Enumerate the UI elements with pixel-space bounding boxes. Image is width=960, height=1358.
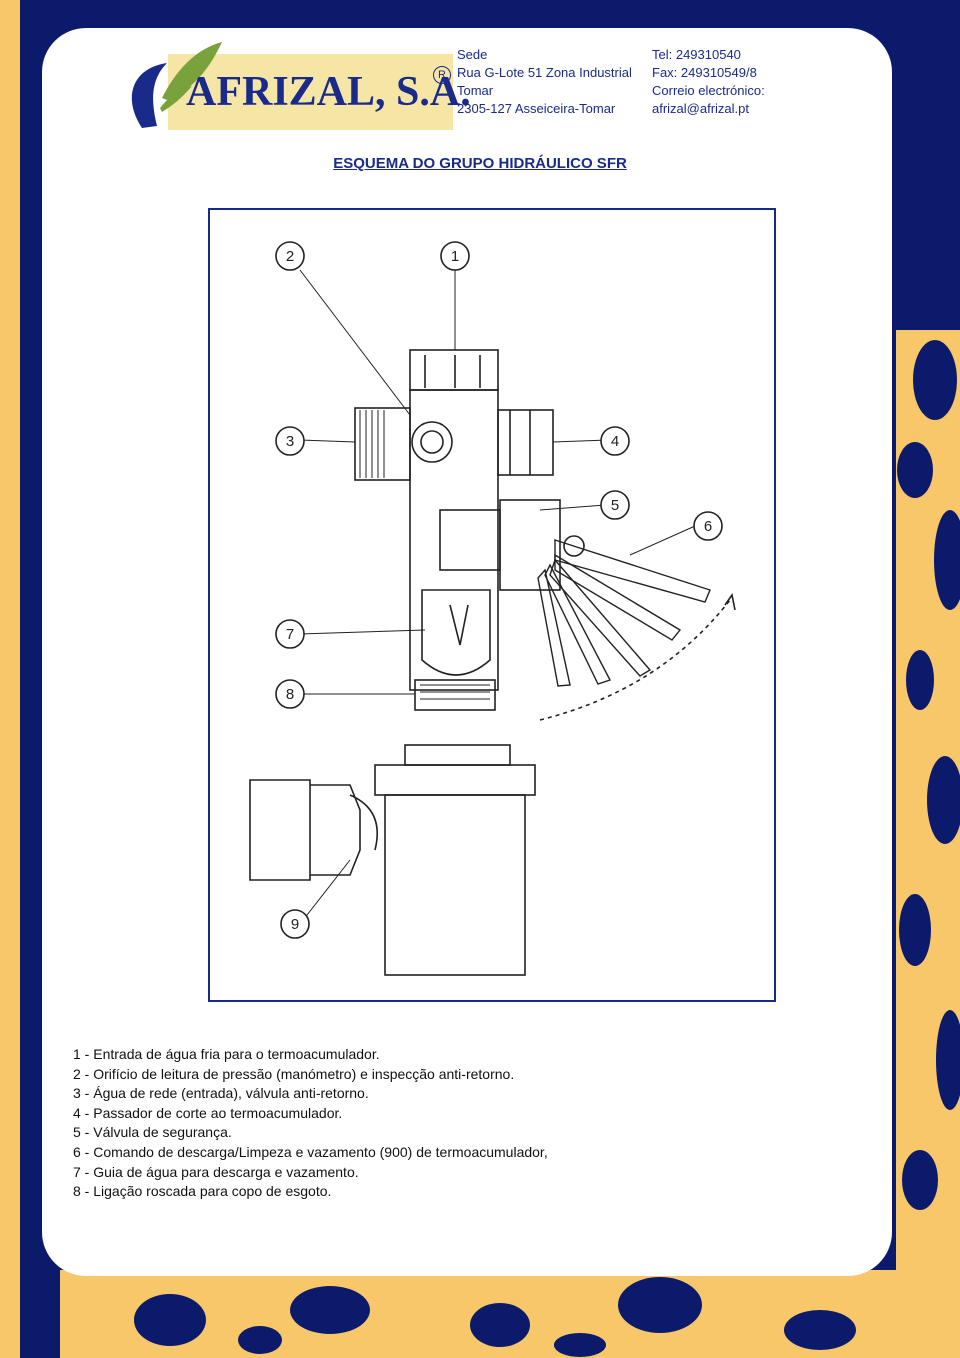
registered-mark-icon: R — [433, 66, 451, 84]
callout-label: 4 — [611, 433, 619, 450]
callout-label: 5 — [611, 497, 619, 514]
logo-wordmark: AFRIZAL, S.A. — [186, 69, 471, 115]
callout-label: 6 — [704, 518, 712, 535]
address-line: Sede — [457, 47, 488, 62]
legend-item: 6 - Comando de descarga/Limpeza e vazame… — [73, 1143, 548, 1160]
legend-item: 7 - Guia de água para descarga e vazamen… — [73, 1163, 359, 1180]
legend-item: 2 - Orifício de leitura de pressão (manó… — [73, 1065, 515, 1082]
legend-item: 8 - Ligação roscada para copo de esgoto. — [73, 1183, 332, 1200]
hydraulic-diagram: 2 1 3 4 5 6 7 8 9 — [208, 208, 776, 1002]
fax-line: Fax: 249310549/8 — [652, 65, 757, 80]
page-title: ESQUEMA DO GRUPO HIDRÁULICO SFR — [333, 155, 627, 172]
address-block: Sede Rua G-Lote 51 Zona Industrial Tomar… — [457, 46, 632, 118]
email-link[interactable]: afrizal@afrizal.pt — [652, 101, 750, 116]
callout-label: 2 — [286, 248, 294, 265]
legend-list: 1 - Entrada de água fria para o termoacu… — [73, 1045, 548, 1202]
address-line: 2305-127 Asseiceira-Tomar — [457, 101, 616, 116]
contact-block: Tel: 249310540 Fax: 249310549/8 Correio … — [652, 46, 765, 118]
legend-item: 4 - Passador de corte ao termoacumulador… — [73, 1104, 343, 1121]
legend-item: 1 - Entrada de água fria para o termoacu… — [73, 1046, 380, 1062]
callout-label: 1 — [451, 248, 459, 265]
callout-label: 7 — [286, 626, 294, 643]
callout-label: 8 — [286, 686, 294, 703]
leaf-logo-icon — [131, 42, 222, 128]
callout-label: 3 — [286, 433, 294, 450]
address-line: Rua G-Lote 51 Zona Industrial — [457, 65, 632, 80]
company-logo: AFRIZAL, S.A. — [112, 38, 471, 134]
logo-background — [168, 54, 453, 130]
address-line: Tomar — [457, 83, 494, 98]
legend-item: 5 - Válvula de segurança. — [73, 1124, 232, 1141]
callout-label: 9 — [291, 916, 299, 933]
email-label: Correio electrónico: — [652, 83, 765, 98]
legend-item: 3 - Água de rede (entrada), válvula anti… — [73, 1085, 369, 1102]
diagram-drawing: 2 1 3 4 5 6 7 8 9 — [249, 241, 736, 976]
phone-line: Tel: 249310540 — [652, 47, 741, 62]
